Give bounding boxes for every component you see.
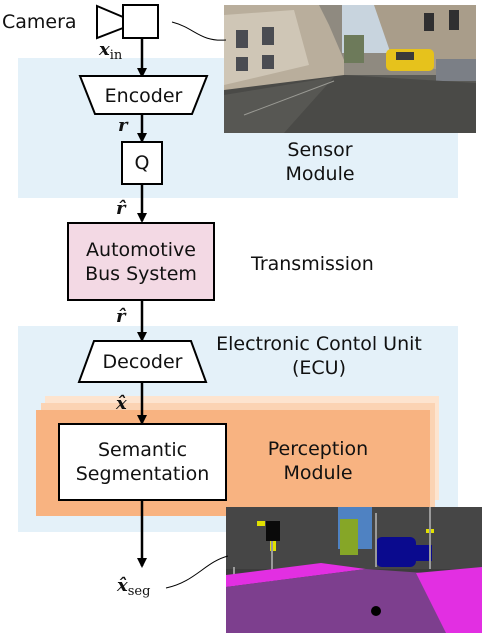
signal-x-hat: x̂ (116, 393, 127, 414)
encoder-shape (78, 75, 209, 115)
semantic-segmentation-block: Semantic Segmentation (58, 423, 227, 501)
camera-label: Camera (2, 11, 77, 33)
camera-icon (96, 4, 159, 40)
signal-r-hat-2: r̂ (116, 306, 126, 327)
signal-x-in-symbol: x (99, 39, 110, 60)
signal-x-seg: x̂seg (117, 576, 150, 602)
ecu-label-line2: (ECU) (291, 357, 346, 379)
segmentation-label-line2: Segmentation (75, 463, 210, 485)
quantizer-label: Q (134, 152, 150, 174)
signal-r: r (118, 115, 128, 136)
automotive-bus-block: Automotive Bus System (67, 222, 215, 301)
perception-label-line1: Perception (267, 438, 369, 460)
camera-input-image (224, 5, 476, 133)
segmentation-label-line1: Semantic (97, 439, 188, 461)
transmission-label: Transmission (251, 253, 374, 275)
bus-label-line1: Automotive (86, 238, 196, 261)
signal-x-seg-subscript: seg (127, 584, 151, 599)
bus-label-line2: Bus System (85, 262, 197, 285)
decoder-shape (77, 340, 208, 383)
sensor-module-label-line1: Sensor (287, 139, 353, 161)
signal-x-seg-symbol: x̂ (117, 575, 128, 596)
quantizer-block: Q (121, 141, 163, 185)
signal-x-in: xin (99, 40, 122, 66)
ecu-label: Electronic Contol Unit (ECU) (196, 332, 442, 380)
ecu-label-line1: Electronic Contol Unit (216, 333, 422, 355)
signal-x-in-subscript: in (109, 48, 123, 63)
perception-label-line2: Module (283, 462, 353, 484)
signal-r-hat-1: r̂ (116, 198, 126, 219)
sensor-module-label: Sensor Module (274, 138, 366, 186)
perception-module-label: Perception Module (256, 437, 380, 485)
decoder-label: Decoder (102, 351, 183, 373)
encoder-label: Encoder (104, 85, 183, 107)
segmentation-output-image (226, 507, 482, 633)
sensor-module-label-line2: Module (285, 163, 355, 185)
